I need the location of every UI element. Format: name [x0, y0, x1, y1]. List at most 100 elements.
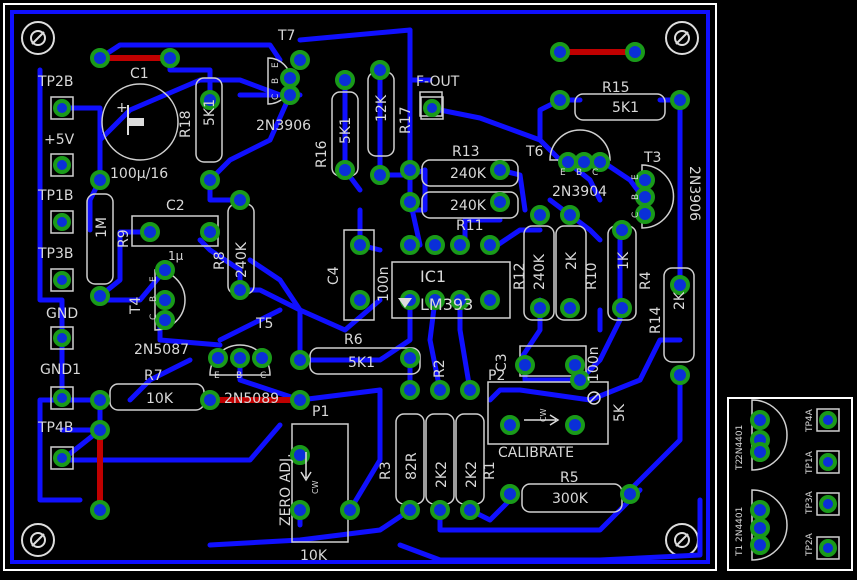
p2-wiper-label: CW: [539, 408, 548, 422]
r16-value: 5K1: [338, 117, 354, 144]
pad: [290, 445, 310, 465]
t6-pin-e: E: [560, 168, 566, 178]
pad: [280, 85, 300, 105]
t3-pin-e: E: [631, 174, 641, 180]
pad: [90, 48, 110, 68]
pad: [200, 170, 220, 190]
pad: [750, 410, 770, 430]
c4-ref: C4: [326, 266, 342, 285]
pad: [400, 192, 420, 212]
pad: [90, 170, 110, 190]
r17-value: 12K: [374, 94, 390, 122]
t6-pin-c: C: [592, 168, 598, 178]
t7-part: 2N3906: [256, 118, 311, 134]
test-point-pad: [50, 210, 74, 234]
pad-layer: [50, 42, 840, 560]
r6-ref: R6: [344, 332, 363, 348]
test-point-hole: [53, 99, 71, 117]
pad: [500, 415, 520, 435]
pad: [560, 205, 580, 225]
t6-pin-b: B: [576, 168, 582, 178]
r7-ref: R7: [144, 368, 163, 384]
pad: [425, 290, 445, 310]
t4-pin-e: E: [149, 276, 159, 282]
r18-ref: R18: [178, 110, 194, 138]
pad: [550, 90, 570, 110]
pad: [560, 298, 580, 318]
top-layer-traces: [97, 49, 638, 513]
pad: [200, 390, 220, 410]
pad: [350, 290, 370, 310]
r18-value: 5K1: [202, 99, 218, 126]
r15-ref: R15: [602, 80, 630, 96]
test-point-hole: [819, 539, 837, 557]
test-point-pad: [50, 153, 74, 177]
pad: [290, 350, 310, 370]
r8-value: 240K: [234, 241, 250, 278]
pad: [290, 500, 310, 520]
pad: [750, 500, 770, 520]
pad: [450, 290, 470, 310]
pad: [370, 165, 390, 185]
p2-wiper-arrow-icon: [524, 414, 560, 426]
test-point-pad: [816, 536, 840, 560]
pad: [280, 68, 300, 88]
pad: [670, 365, 690, 385]
pad: [155, 260, 175, 280]
test-point-pad: [50, 326, 74, 350]
pad: [155, 290, 175, 310]
t4-ref: T4: [128, 296, 144, 315]
r4-value: 1K: [616, 251, 632, 270]
sub-t2-part: 2N4401: [735, 425, 745, 460]
r6-value: 5K1: [348, 355, 375, 371]
pad: [335, 70, 355, 90]
pad: [430, 380, 450, 400]
c3-value: 100n: [586, 346, 602, 382]
pad: [370, 60, 390, 80]
t4-pin-c: C: [149, 314, 159, 320]
r14-ref: R14: [648, 306, 664, 334]
pad: [400, 160, 420, 180]
ic1-part: LM393: [420, 295, 473, 314]
test-point-hole: [53, 449, 71, 467]
r2b-value: 2K2: [464, 461, 480, 488]
pad: [200, 90, 220, 110]
pad: [335, 160, 355, 180]
test-point-hole: [423, 99, 441, 117]
pad: [230, 190, 250, 210]
test-point-hole: [53, 389, 71, 407]
tp1b-label: TP1B: [37, 188, 74, 204]
bottom-layer-traces: [37, 27, 703, 563]
pad: [290, 390, 310, 410]
c1-plus-marker: +: [116, 100, 128, 116]
pad: [208, 348, 228, 368]
pad: [480, 290, 500, 310]
mounting-hole-icon: [665, 21, 699, 55]
pad: [635, 204, 655, 224]
c1-ref: C1: [130, 66, 149, 82]
mounting-hole-icon: [21, 21, 55, 55]
r12-value: 240K: [532, 253, 548, 290]
t5-part: 2N5089: [224, 391, 279, 407]
r13-ref: R13: [452, 144, 480, 160]
t4-pin-b: B: [149, 296, 159, 302]
test-point-pad: [50, 268, 74, 292]
sub-tp3a-label: TP3A: [805, 490, 815, 515]
f-out-label: F-OUT: [416, 74, 460, 90]
t5-pin-b: B: [236, 371, 242, 381]
t5-pin-e: E: [214, 371, 220, 381]
r7-value: 10K: [146, 391, 174, 407]
p2-value: 5K: [612, 403, 628, 422]
t5-pin-c: C: [260, 371, 266, 381]
test-point-pad: [816, 450, 840, 474]
t7-pin-e: E: [271, 62, 281, 68]
t3-pin-c: C: [631, 212, 641, 218]
pad: [400, 235, 420, 255]
main-board-outline: [3, 3, 717, 571]
sub-t1-ref: T1: [735, 545, 745, 557]
r5-ref: R5: [560, 470, 579, 486]
sub-tp4a-label: TP4A: [805, 408, 815, 433]
test-point-hole: [819, 495, 837, 513]
pad: [252, 348, 272, 368]
r14-value: 2K: [672, 291, 688, 310]
